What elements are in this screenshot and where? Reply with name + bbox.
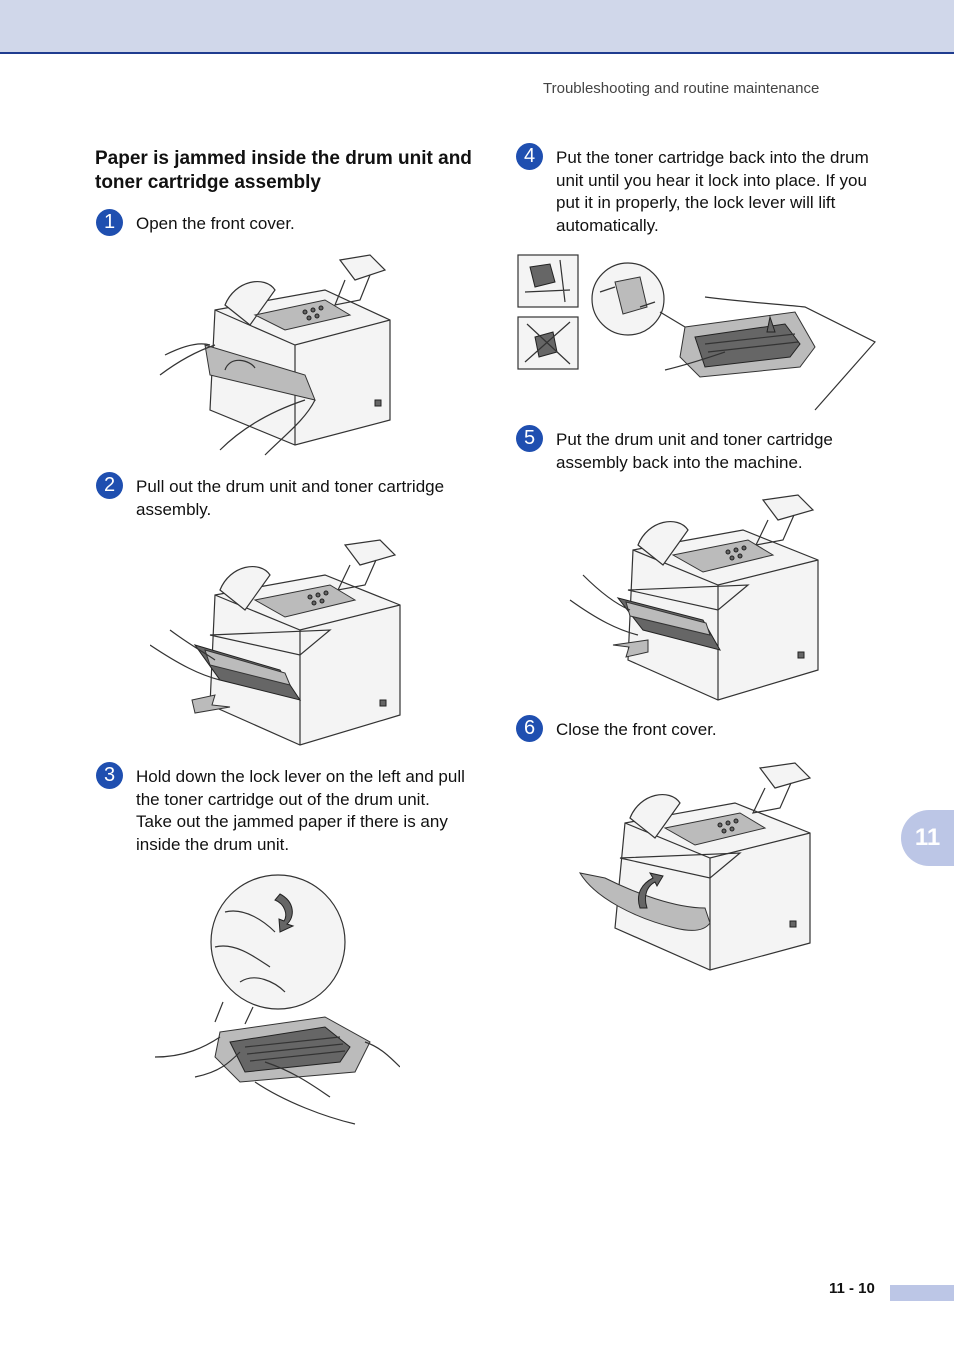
step-4-number: 4 xyxy=(516,143,543,170)
step-5-number: 5 xyxy=(516,425,543,452)
step-4-text: Put the toner cartridge back into the dr… xyxy=(556,148,869,235)
illustration-remove-toner-cartridge xyxy=(155,874,400,1125)
illustration-reinsert-toner-cartridge xyxy=(517,254,876,411)
header-band xyxy=(0,0,954,54)
illustration-pull-out-drum-unit xyxy=(150,539,401,746)
step-5-text: Put the drum unit and toner cartridge as… xyxy=(556,430,833,472)
step-3-number: 3 xyxy=(96,762,123,789)
step-6-number: 6 xyxy=(516,715,543,742)
section-title: Paper is jammed inside the drum unit and… xyxy=(95,148,472,193)
step-3-text: Hold down the lock lever on the left and… xyxy=(136,767,465,854)
step-6-text: Close the front cover. xyxy=(556,720,717,739)
illustration-close-front-cover xyxy=(578,762,812,971)
step-2-number: 2 xyxy=(96,472,123,499)
running-header: Troubleshooting and routine maintenance xyxy=(543,80,820,97)
step-2-text: Pull out the drum unit and toner cartrid… xyxy=(136,477,445,519)
page-number: 11 - 10 xyxy=(829,1280,875,1297)
step-1-text: Open the front cover. xyxy=(136,214,295,233)
illustration-open-front-cover xyxy=(159,254,391,456)
step-1-number: 1 xyxy=(96,209,123,236)
illustration-reinsert-drum-unit xyxy=(569,494,819,701)
chapter-tab[interactable]: 11 xyxy=(901,810,954,866)
footer-bar xyxy=(890,1285,954,1301)
